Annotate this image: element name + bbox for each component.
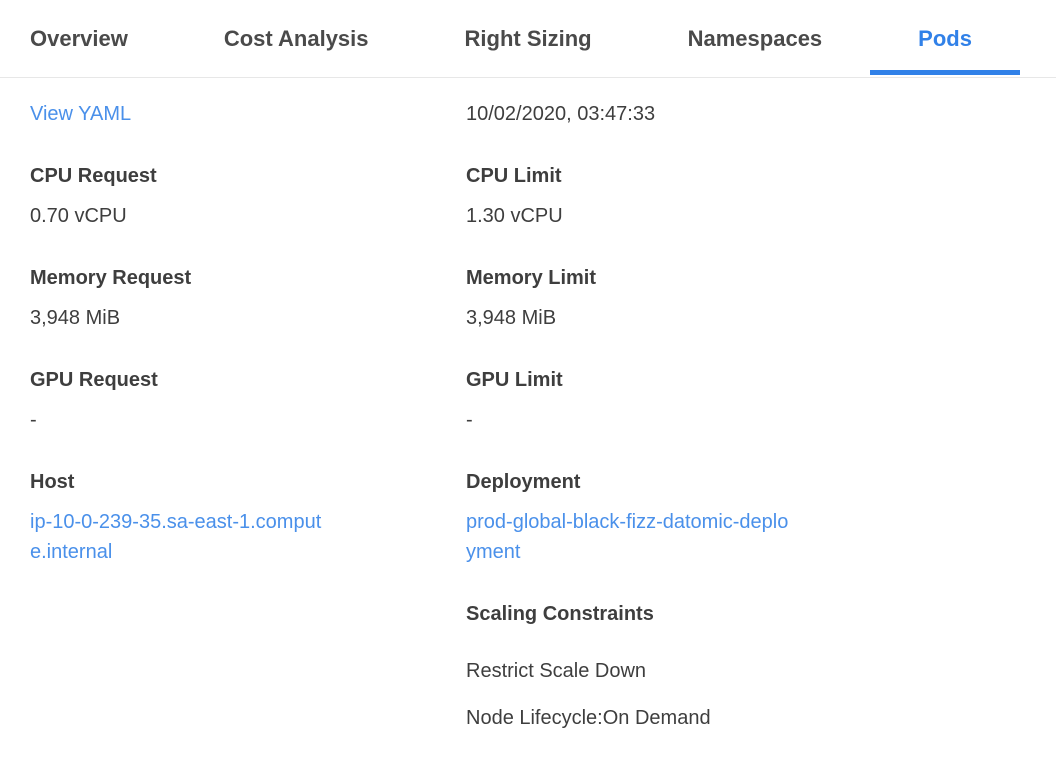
field-group-host: Host ip-10-0-239-35.sa-east-1.compute.in… bbox=[30, 467, 466, 567]
tab-namespaces[interactable]: Namespaces bbox=[687, 25, 823, 51]
field-value: - bbox=[466, 409, 473, 431]
field-value: 1.30 vCPU bbox=[466, 205, 563, 227]
field-label: CPU Limit bbox=[466, 165, 562, 187]
field-label: GPU Limit bbox=[466, 369, 563, 391]
field-value: - bbox=[30, 409, 37, 431]
deployment-link[interactable]: prod-global-black-fizz-datomic-deploymen… bbox=[466, 511, 789, 563]
details-right-column: 10/02/2020, 03:47:33 CPU Limit 1.30 vCPU… bbox=[466, 99, 1026, 750]
host-link[interactable]: ip-10-0-239-35.sa-east-1.compute.interna… bbox=[30, 511, 322, 563]
field-group-gpu-request: GPU Request - bbox=[30, 365, 466, 435]
tab-pods[interactable]: Pods bbox=[870, 0, 1020, 77]
pod-details-panel: View YAML CPU Request 0.70 vCPU Memory R… bbox=[0, 78, 1056, 750]
scaling-constraints-title: Scaling Constraints bbox=[466, 603, 654, 625]
view-yaml-row: View YAML bbox=[30, 99, 466, 129]
field-group-cpu-request: CPU Request 0.70 vCPU bbox=[30, 161, 466, 231]
timestamp: 10/02/2020, 03:47:33 bbox=[466, 103, 656, 125]
field-label: GPU Request bbox=[30, 369, 158, 391]
tab-cost-analysis[interactable]: Cost Analysis bbox=[223, 25, 369, 51]
tab-bar: Overview Cost Analysis Right Sizing Name… bbox=[0, 0, 1056, 78]
tab-right-sizing[interactable]: Right Sizing bbox=[464, 25, 592, 51]
field-label: CPU Request bbox=[30, 165, 157, 187]
scaling-constraints-section: Scaling Constraints Restrict Scale Down … bbox=[466, 599, 1026, 733]
field-label: Deployment bbox=[466, 471, 581, 493]
field-group-cpu-limit: CPU Limit 1.30 vCPU bbox=[466, 161, 1026, 231]
scaling-item-restrict-scale-down: Restrict Scale Down bbox=[466, 660, 647, 682]
tab-overview[interactable]: Overview bbox=[30, 25, 128, 51]
field-value: 3,948 MiB bbox=[466, 307, 557, 329]
field-label: Memory Request bbox=[30, 267, 192, 289]
field-group-deployment: Deployment prod-global-black-fizz-datomi… bbox=[466, 467, 1026, 567]
field-value: 0.70 vCPU bbox=[30, 205, 127, 227]
view-yaml-link[interactable]: View YAML bbox=[30, 103, 132, 125]
scaling-item-node-lifecycle: Node Lifecycle:On Demand bbox=[466, 707, 711, 729]
field-group-gpu-limit: GPU Limit - bbox=[466, 365, 1026, 435]
field-group-memory-limit: Memory Limit 3,948 MiB bbox=[466, 263, 1026, 333]
field-value: 3,948 MiB bbox=[30, 307, 121, 329]
field-label: Host bbox=[30, 471, 75, 493]
timestamp-row: 10/02/2020, 03:47:33 bbox=[466, 99, 1026, 129]
field-group-memory-request: Memory Request 3,948 MiB bbox=[30, 263, 466, 333]
details-left-column: View YAML CPU Request 0.70 vCPU Memory R… bbox=[30, 99, 466, 750]
field-label: Memory Limit bbox=[466, 267, 597, 289]
